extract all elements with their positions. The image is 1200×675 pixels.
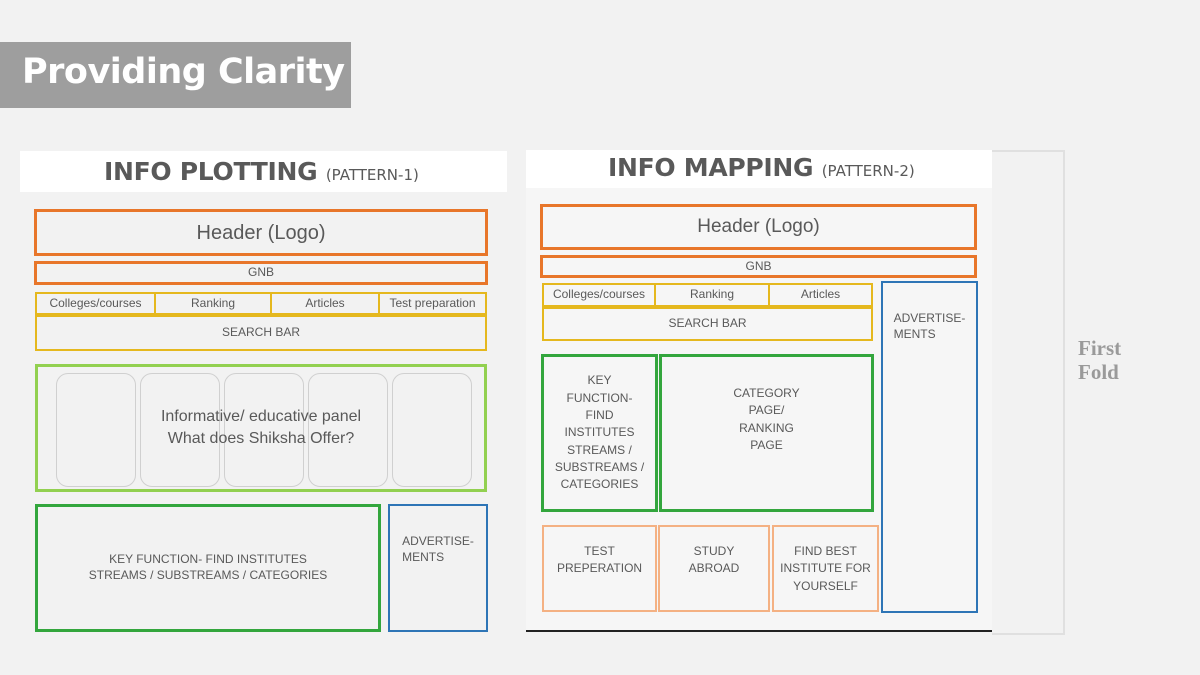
pattern1-header-box: Header (Logo) <box>34 209 488 256</box>
pattern2-search-box: SEARCH BAR <box>542 307 873 341</box>
key-function-line: KEY <box>587 373 612 388</box>
pattern2-nav-label: Colleges/courses <box>552 287 646 302</box>
panel-card <box>308 373 388 487</box>
pattern1-search-box: SEARCH BAR <box>35 315 487 351</box>
pattern1-title-bar <box>20 151 507 192</box>
pattern2-nav-colleges: Colleges/courses <box>542 283 656 307</box>
pattern2-tile-study-abroad: STUDY ABROAD <box>658 525 770 612</box>
category-line: PAGE/ <box>748 403 785 418</box>
panel-card <box>56 373 136 487</box>
title-banner <box>0 42 351 108</box>
pattern2-nav-label: Ranking <box>689 287 735 302</box>
key-function-text: KEY FUNCTION- FIND INSTITUTES STREAMS / … <box>555 372 644 494</box>
pattern1-gnb-box: GNB <box>34 261 488 285</box>
panel-card <box>392 373 472 487</box>
fold-baseline <box>526 630 992 632</box>
pattern1-nav-test-prep: Test preparation <box>378 292 487 315</box>
pattern1-nav-articles: Articles <box>270 292 380 315</box>
info-panel-line1: Informative/ educative panel <box>160 408 362 426</box>
tile-line2: ABROAD <box>688 561 740 576</box>
key-function-line: CATEGORIES <box>560 477 639 492</box>
pattern2-gnb-label: GNB <box>745 258 772 273</box>
pattern1-nav-label: Colleges/courses <box>49 295 142 310</box>
pattern1-nav-label: Ranking <box>190 295 236 310</box>
ad-text: ADVERTISE- MENTS <box>402 534 474 565</box>
pattern2-header-label: Header (Logo) <box>697 215 820 237</box>
key-function-line: STREAMS / <box>567 442 632 457</box>
pattern2-search-label: SEARCH BAR <box>668 316 747 331</box>
tile-line1: STUDY <box>693 544 735 558</box>
pattern1-title-main: INFO PLOTTING <box>104 157 318 186</box>
pattern2-key-function-box: KEY FUNCTION- FIND INSTITUTES STREAMS / … <box>541 354 658 512</box>
pattern2-title-bar <box>526 150 992 188</box>
pattern1-info-panel: Informative/ educative panel What does S… <box>35 364 487 492</box>
tile-line2: PREPERATION <box>556 561 643 576</box>
tile-line2: INSTITUTE FOR <box>780 561 871 576</box>
tile-line3: YOURSELF <box>793 578 858 593</box>
key-function-line1: KEY FUNCTION- FIND INSTITUTES <box>109 552 307 567</box>
ad-text: ADVERTISE- MENTS <box>894 311 966 342</box>
panel-card <box>224 373 304 487</box>
pattern1-key-function-box: KEY FUNCTION- FIND INSTITUTES STREAMS / … <box>35 504 381 632</box>
pattern2-tile-test-prep: TEST PREPERATION <box>542 525 657 612</box>
slide-title: Providing Clarity <box>22 52 345 92</box>
ad-line2: MENTS <box>893 326 936 341</box>
tile-line1: FIND BEST <box>794 544 857 558</box>
ad-line1: ADVERTISE- <box>402 534 474 548</box>
ad-line1: ADVERTISE- <box>893 311 966 325</box>
pattern1-nav-label: Articles <box>305 295 345 310</box>
key-function-line: FUNCTION- <box>566 390 633 405</box>
pattern2-title-main: INFO MAPPING <box>608 153 814 182</box>
pattern2-nav-articles: Articles <box>768 283 873 307</box>
pattern2-nav-ranking: Ranking <box>654 283 770 307</box>
pattern2-tile-find-best: FIND BEST INSTITUTE FOR YOURSELF <box>772 525 879 612</box>
panel-card <box>140 373 220 487</box>
category-line: CATEGORY <box>733 386 800 400</box>
key-function-line2: STREAMS / SUBSTREAMS / CATEGORIES <box>88 568 328 582</box>
pattern1-nav-label: Test preparation <box>389 295 476 310</box>
pattern1-header-label: Header (Logo) <box>196 221 326 244</box>
ad-line2: MENTS <box>402 549 445 564</box>
category-text: CATEGORY PAGE/ RANKING PAGE <box>733 385 799 455</box>
pattern1-gnb-label: GNB <box>247 265 274 280</box>
category-line: PAGE <box>750 438 783 453</box>
pattern2-title: INFO MAPPING (PATTERN-2) <box>608 153 915 182</box>
pattern1-ad-box: ADVERTISE- MENTS <box>388 504 488 632</box>
tile-text: STUDY ABROAD <box>689 543 740 578</box>
tile-line1: TEST <box>584 544 615 558</box>
key-function-line: SUBSTREAMS / <box>554 460 645 475</box>
pattern1-nav-colleges: Colleges/courses <box>35 292 156 315</box>
pattern2-header-box: Header (Logo) <box>540 204 977 250</box>
info-panel-text: Informative/ educative panel What does S… <box>161 406 361 449</box>
pattern1-title: INFO PLOTTING (PATTERN-1) <box>104 157 419 186</box>
pattern1-search-label: SEARCH BAR <box>221 325 301 340</box>
first-fold-label: First Fold <box>1078 336 1122 385</box>
pattern2-gnb-box: GNB <box>540 255 977 278</box>
pattern2-ad-box: ADVERTISE- MENTS <box>881 281 978 613</box>
pattern2-canvas <box>526 188 992 630</box>
info-panel-line2: What does Shiksha Offer? <box>167 430 355 447</box>
tile-text: FIND BEST INSTITUTE FOR YOURSELF <box>780 543 871 595</box>
category-line: RANKING <box>739 420 794 435</box>
key-function-text: KEY FUNCTION- FIND INSTITUTES STREAMS / … <box>89 552 327 583</box>
tile-text: TEST PREPERATION <box>557 543 642 578</box>
pattern1-nav-ranking: Ranking <box>154 292 272 315</box>
key-function-line: FIND <box>585 407 614 422</box>
pattern1-subtitle: (PATTERN-1) <box>325 166 419 184</box>
first-fold-bracket <box>992 150 1065 635</box>
pattern2-category-box: CATEGORY PAGE/ RANKING PAGE <box>659 354 874 512</box>
pattern2-nav-label: Articles <box>800 287 841 302</box>
pattern2-subtitle: (PATTERN-2) <box>821 162 915 180</box>
key-function-line: INSTITUTES <box>564 425 635 440</box>
